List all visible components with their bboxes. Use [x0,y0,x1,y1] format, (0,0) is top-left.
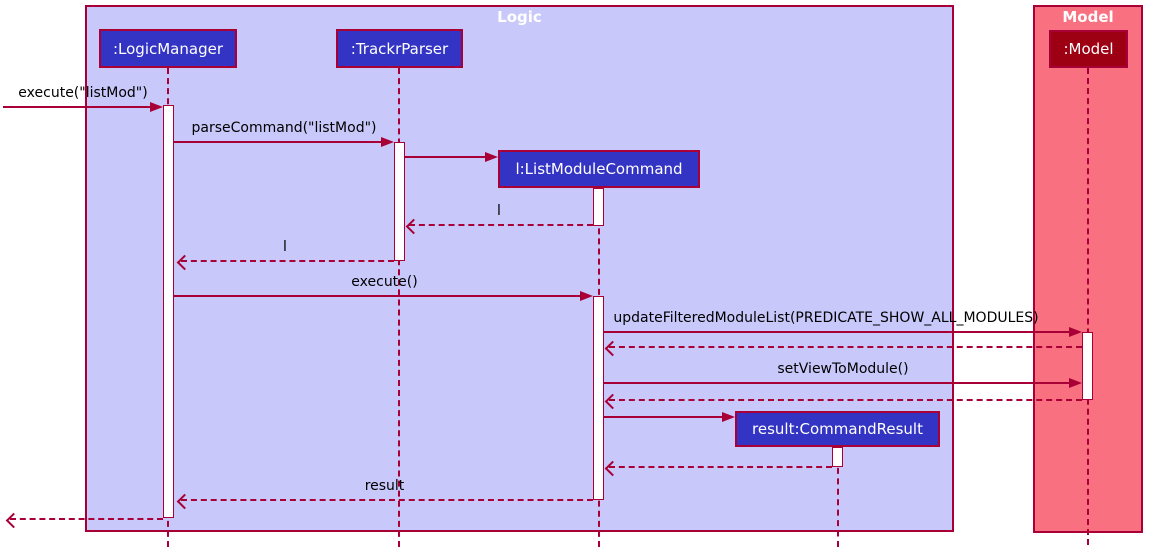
message-parse-command-label: parseCommand("listMod") [191,120,377,136]
participant-trackr-parser: :TrackrParser [336,29,463,68]
participant-list-module-command: l:ListModuleCommand [498,150,700,188]
activation-list-module-command-2 [593,296,604,500]
message-return-l-to-manager-line [181,260,394,262]
message-execute-command-label: execute() [351,274,418,290]
participant-command-result: result:CommandResult [735,411,940,447]
logic-frame: Logic [85,5,954,532]
message-parse-command-line [174,141,381,143]
participant-model: :Model [1049,30,1128,68]
activation-list-module-command-1 [593,188,604,226]
message-return-update-filtered-line [609,346,1082,348]
lifeline-trackr-parser [398,68,400,547]
message-result-return-line [181,499,593,501]
activation-trackr-parser [394,142,405,261]
message-execute-external-label: execute("listMod") [18,85,148,101]
message-update-filtered-module-list-line [604,331,1069,333]
message-set-view-to-module-label: setViewToModule() [777,361,909,377]
message-return-l-to-manager-label: l [283,239,287,255]
participant-logic-manager: :LogicManager [99,29,237,68]
message-create-command-result-line [604,416,722,418]
arrowhead-execute-external [150,102,163,112]
logic-frame-title: Logic [497,8,542,26]
lifeline-command-result [837,447,839,547]
arrowhead-final-return [5,512,22,529]
model-frame-title: Model [1062,8,1114,26]
arrowhead-update-filtered-module-list [1069,327,1082,337]
activation-command-result [832,447,843,467]
message-return-l-to-parser-label: l [497,203,501,219]
message-final-return-line [10,518,163,520]
message-create-list-module-command-line [405,156,486,158]
message-return-set-view-line [609,399,1082,401]
message-set-view-to-module-line [604,382,1069,384]
lifeline-model [1087,68,1089,545]
activation-logic-manager [163,105,174,518]
arrowhead-execute-command [580,291,593,301]
message-return-l-to-parser-line [409,224,593,226]
message-result-return-label: result [364,478,405,494]
message-return-command-result-line [609,466,832,468]
message-execute-external-line [3,106,151,108]
message-execute-command-line [174,295,580,297]
message-update-filtered-module-list-label: updateFilteredModuleList(PREDICATE_SHOW_… [613,310,1039,326]
arrowhead-parse-command [381,137,394,147]
activation-model [1082,332,1093,400]
arrowhead-set-view-to-module [1069,378,1082,388]
arrowhead-create-command-result [722,412,735,422]
arrowhead-create-list-module-command [485,152,498,162]
